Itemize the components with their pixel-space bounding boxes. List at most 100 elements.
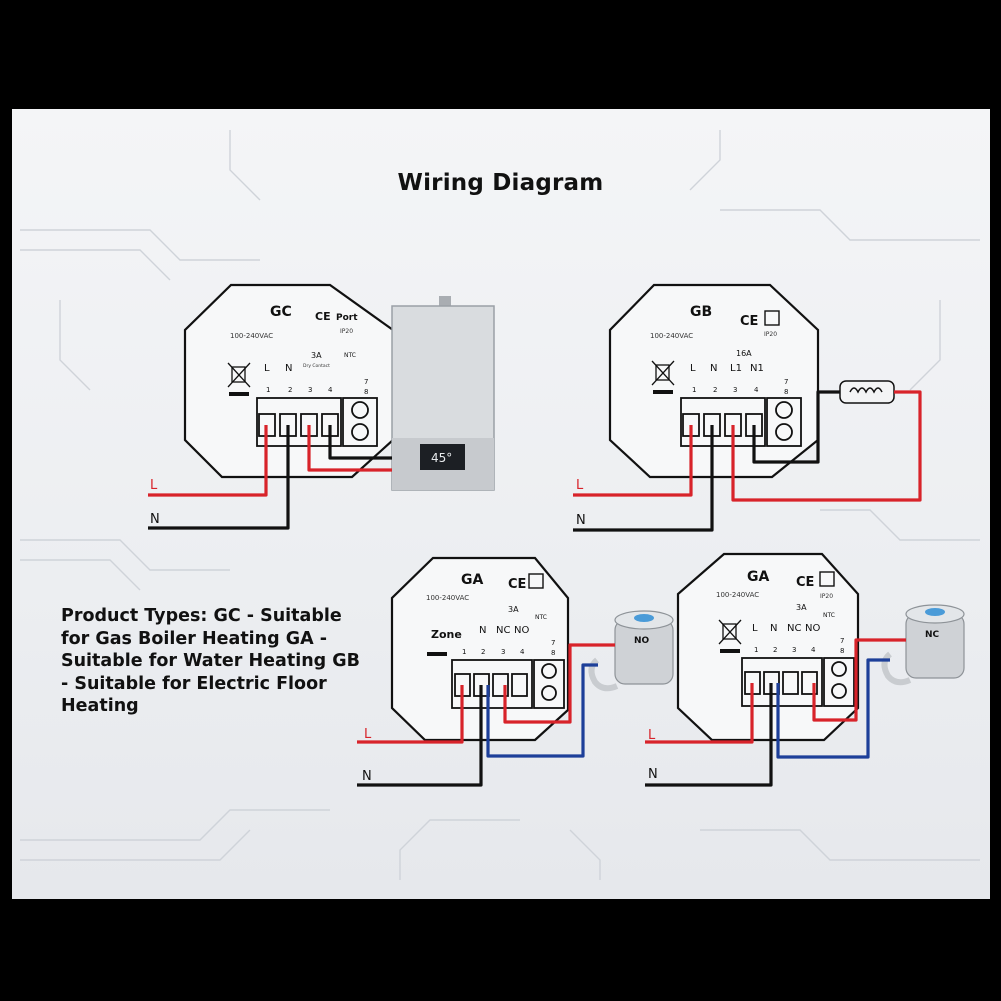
ga1-label-n: N: [362, 769, 372, 784]
ga1-model: GA: [461, 572, 483, 588]
ga1-term-3: 3: [501, 648, 505, 656]
ga2-rating: 3A: [796, 603, 807, 612]
ga1-terminal-block: [451, 659, 565, 709]
gc-rating-sub: Dry Contact: [303, 363, 330, 369]
gc-voltage: 100-240VAC: [230, 332, 273, 340]
wires: [148, 390, 922, 787]
circuit-traces: [20, 130, 980, 880]
device-ga-nc: GA CE IP20 100-240VAC 3A NTC 7 8 L N NC …: [676, 552, 860, 742]
ga1-cert: CE: [508, 577, 526, 592]
ga2-term-nc: NC: [787, 623, 801, 634]
ga2-live-wire: [645, 683, 754, 744]
ga2-cert: CE: [796, 575, 814, 590]
valve-nc-label: NC: [925, 630, 940, 640]
ga1-weee-bar: [427, 652, 447, 656]
gc-cert-port: Port: [336, 313, 358, 323]
wire-labels: L N L N L N L N: [150, 478, 658, 784]
gb-term-n1: N1: [750, 363, 764, 374]
gc-live-wire: [148, 425, 268, 497]
ga2-voltage: 100-240VAC: [716, 591, 759, 599]
weee-icon: [651, 360, 675, 386]
gc-term-1: 1: [266, 386, 270, 394]
gb-weee-bar: [653, 390, 673, 394]
gb-term-1: 1: [692, 386, 696, 394]
ga2-label-l: L: [648, 728, 656, 743]
ga2-term-l: L: [752, 623, 758, 634]
gc-label-l: L: [150, 478, 158, 493]
gc-side-8: 8: [364, 388, 368, 396]
ga2-model: GA: [747, 569, 769, 585]
product-types-description: Product Types: GC - Suitable for Gas Boi…: [61, 606, 360, 716]
ga1-term-no: NO: [514, 625, 529, 636]
ga1-neutral-wire: [357, 685, 483, 787]
ga2-terminal-block: [741, 657, 855, 707]
valve-no-label: NO: [634, 636, 650, 646]
ga2-term-4: 4: [811, 646, 816, 654]
gc-term-2: 2: [288, 386, 292, 394]
gc-terminal-labels: L N 1 2 3 4: [264, 363, 333, 394]
ga1-blue-wire: [486, 663, 598, 758]
gb-label-n: N: [576, 513, 586, 528]
ga2-neutral-wire: [645, 683, 773, 787]
gb-heater-red: [731, 390, 922, 502]
ga1-term-2: 2: [481, 648, 485, 656]
gb-term-l: L: [690, 363, 696, 374]
gc-boiler-red: [307, 425, 392, 472]
ga1-terminal-labels: N NC NO 1 2 3 4: [462, 625, 529, 656]
gc-term-4: 4: [328, 386, 333, 394]
gb-neutral-wire: [573, 425, 714, 532]
gb-term-n: N: [710, 363, 717, 374]
ga2-blue-wire: [776, 658, 890, 759]
ga1-term-n: N: [479, 625, 486, 636]
diagram-title: Wiring Diagram: [397, 170, 604, 196]
ga1-red-wire: [503, 643, 615, 724]
ga1-live-wire: [357, 685, 464, 744]
gc-cert: CE: [315, 310, 331, 323]
ga2-term-2: 2: [773, 646, 777, 654]
ga1-voltage: 100-240VAC: [426, 594, 469, 602]
gc-term-3: 3: [308, 386, 312, 394]
ga1-term-1: 1: [462, 648, 466, 656]
boiler-display-bg: [420, 444, 465, 470]
ga2-terminal-labels: L N NC NO 1 2 3 4: [752, 623, 820, 654]
gb-ip: IP20: [764, 331, 777, 338]
device-ga-no: GA CE 100-240VAC Zone 3A NTC 7 8 N NC NO…: [390, 556, 570, 742]
gb-label-l: L: [576, 478, 584, 493]
ga1-ntc: NTC: [535, 614, 547, 621]
gc-weee-bar: [229, 392, 249, 396]
valve-actuator-no: NO: [588, 610, 674, 692]
weee-icon: [718, 619, 742, 645]
ga2-cert-box: [819, 571, 835, 587]
diagram-panel: [12, 109, 990, 899]
valve-actuator-nc: NC: [881, 604, 965, 686]
gb-heater-black: [752, 390, 840, 464]
device-gb: GB CE IP20 100-240VAC 16A 7 8 L N L1 N1 …: [608, 283, 820, 479]
gc-boiler-black: [328, 425, 392, 460]
gb-live-wire: [573, 425, 693, 497]
ga2-term-n: N: [770, 623, 777, 634]
gb-cert: CE: [740, 314, 758, 329]
gb-voltage: 100-240VAC: [650, 332, 693, 340]
gb-rating: 16A: [736, 349, 752, 358]
ga2-ip: IP20: [820, 593, 833, 600]
ga2-ntc: NTC: [823, 612, 835, 619]
gc-ntc: NTC: [344, 352, 356, 359]
ga1-zone: Zone: [431, 628, 462, 641]
gb-term-2: 2: [713, 386, 717, 394]
ga1-term-nc: NC: [496, 625, 510, 636]
ga2-side-8: 8: [840, 647, 844, 655]
gb-cert-box: [764, 310, 780, 326]
ga2-weee-bar: [720, 649, 740, 653]
ga1-side-8: 8: [551, 649, 555, 657]
ga2-term-3: 3: [792, 646, 796, 654]
boiler-display: 45°: [431, 451, 452, 465]
gc-term-n: N: [285, 363, 292, 374]
ga2-label-n: N: [648, 767, 658, 782]
gc-side-7: 7: [364, 378, 368, 386]
ga1-rating: 3A: [508, 605, 519, 614]
gc-term-l: L: [264, 363, 270, 374]
gc-ip: IP20: [340, 328, 353, 335]
ga1-term-4: 4: [520, 648, 525, 656]
boiler-pipe: [439, 296, 451, 308]
